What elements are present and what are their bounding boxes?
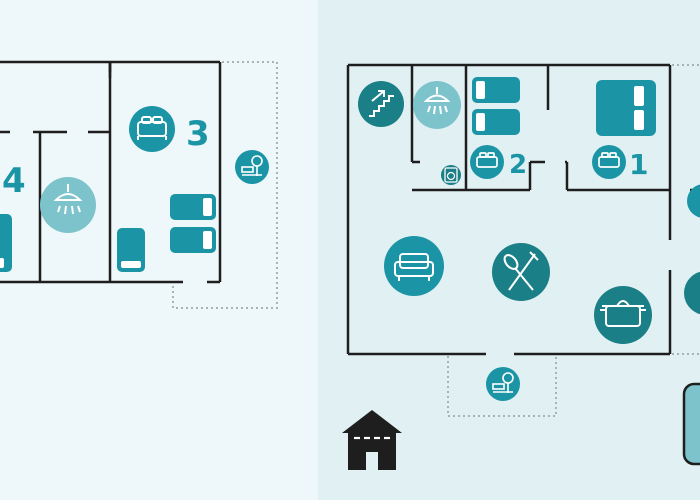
right-floor-walls [346, 63, 700, 356]
bedroom-2-icon-group: 2 [470, 145, 527, 180]
left-dotted-outline [172, 61, 278, 309]
bedroom-4-number: 4 [2, 161, 26, 201]
left-panel-background [0, 0, 318, 500]
double-bed-icon [592, 145, 626, 179]
bedroom-3-icon-group: 3 [129, 106, 210, 154]
stairs-icon [358, 81, 404, 127]
double-bed-icon [470, 145, 504, 179]
double-bed-icon [129, 106, 175, 152]
cooking-pot-icon [594, 286, 652, 344]
sofa-icon [384, 236, 444, 296]
bedroom-3-number: 3 [186, 114, 210, 154]
shower-icon [413, 81, 461, 129]
right-dotted-outline [447, 64, 700, 417]
shower-icon [40, 177, 96, 233]
bedroom-1-number: 1 [629, 148, 648, 181]
house-garage-icon [342, 410, 402, 470]
single-bed-icon [170, 227, 216, 253]
single-bed-icon [472, 77, 520, 103]
left-floor-walls [0, 60, 222, 284]
single-bed-icon [472, 109, 520, 135]
washing-machine-icon [441, 165, 461, 185]
garden-bench-icon [235, 150, 269, 184]
bedroom-1-icon-group: 1 [592, 145, 648, 181]
single-bed-icon [0, 214, 12, 272]
bedroom-2-number: 2 [509, 150, 527, 180]
single-bed-icon [117, 228, 145, 272]
single-bed-icon [170, 194, 216, 220]
garden-bench-icon [687, 184, 700, 218]
dining-fork-spoon-icon [684, 271, 700, 315]
dining-fork-spoon-icon [492, 243, 550, 301]
double-bed-icon [596, 80, 656, 136]
single-bed-icon [682, 382, 700, 466]
garden-bench-icon [486, 367, 520, 401]
